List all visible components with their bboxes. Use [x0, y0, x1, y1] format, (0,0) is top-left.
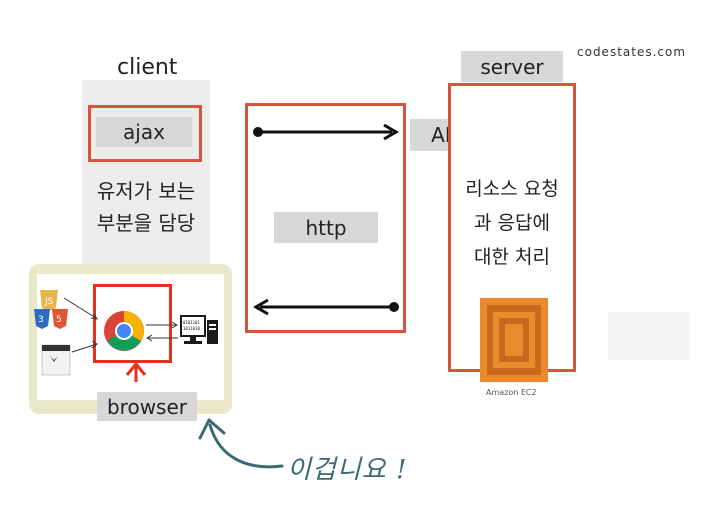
- svg-text:1011010: 1011010: [183, 326, 200, 331]
- svg-text:0101101: 0101101: [183, 320, 200, 325]
- handwritten-annotation: 이겁니요 !: [287, 455, 408, 485]
- chrome-server-arrows: [146, 321, 178, 342]
- response-arrow: [253, 298, 399, 316]
- http-label: http: [274, 212, 378, 243]
- ajax-label: ajax: [96, 117, 192, 147]
- amazon-ec2-icon: [480, 298, 548, 382]
- red-up-arrow: [125, 361, 147, 382]
- server-description: 리소스 요청 과 응답에 대한 처리: [450, 172, 574, 274]
- server-description-line3: 대한 처리: [474, 246, 550, 268]
- inputs-arrows: [63, 297, 98, 353]
- server-description-line1: 리소스 요청: [465, 178, 559, 200]
- browser-label: browser: [97, 392, 197, 421]
- html-icon: 5: [52, 309, 68, 329]
- server-description-line2: 과 응답에: [474, 212, 550, 234]
- chrome-icon: [104, 311, 144, 351]
- server-label: server: [461, 51, 563, 82]
- request-arrow: [253, 123, 399, 141]
- client-column: [82, 80, 210, 276]
- client-description: 유저가 보는 부분을 담당: [84, 175, 208, 239]
- js-icon: JS: [40, 290, 58, 311]
- ajax-box: [88, 105, 202, 162]
- handwritten-arrow: [198, 418, 284, 469]
- watermark: codestates.com: [577, 45, 687, 59]
- computer-icon: 0101101 1011010: [180, 315, 218, 344]
- ec2-caption: Amazon EC2: [486, 388, 537, 397]
- client-description-line1: 유저가 보는: [96, 179, 196, 203]
- svg-text:JS: JS: [44, 297, 54, 307]
- faint-box: [608, 312, 690, 360]
- chrome-box: [93, 284, 172, 363]
- webpage-thumbnail-icon: [41, 344, 71, 376]
- http-box: [245, 103, 406, 333]
- css-icon: 3: [34, 309, 50, 329]
- client-description-line2: 부분을 담당: [96, 211, 196, 235]
- client-title: client: [117, 55, 178, 80]
- svg-text:3: 3: [38, 315, 44, 325]
- svg-text:5: 5: [56, 315, 62, 325]
